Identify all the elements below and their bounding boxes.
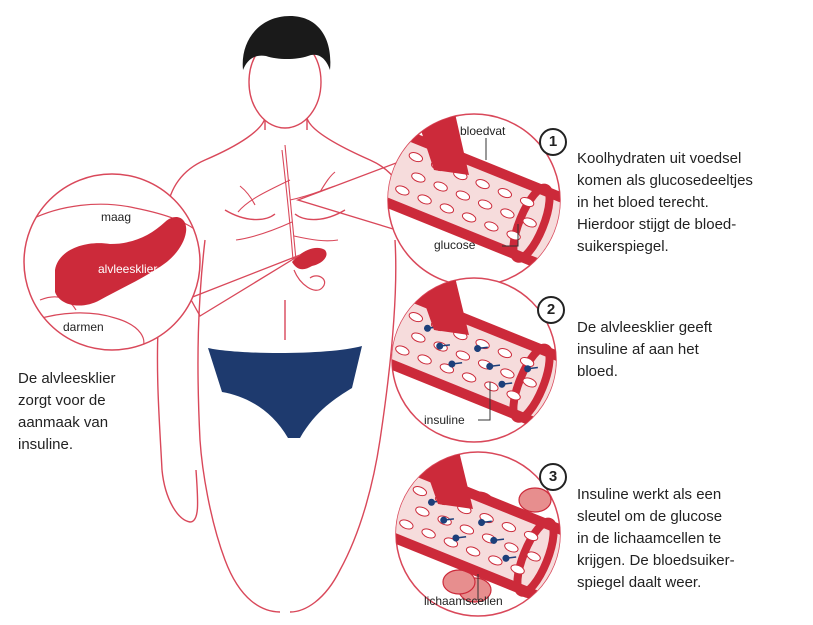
step-3-text: Insuline werkt als een sleutel om de glu… <box>577 484 735 594</box>
step-2-text: De alvleesklier geeft insuline af aan he… <box>577 317 712 383</box>
label-insulin: insuline <box>424 413 465 427</box>
head <box>243 16 331 128</box>
step-3-number: 3 <box>539 463 567 491</box>
label-body-cells: lichaamscellen <box>424 594 503 608</box>
label-intestines: darmen <box>63 320 104 334</box>
torso-blood-vessels <box>236 145 338 260</box>
pancreas-caption: De alvleesklier zorgt voor de aanmaak va… <box>18 368 116 456</box>
step-1-number: 1 <box>539 128 567 156</box>
body-cell-icon <box>519 488 551 512</box>
connector-lines <box>190 163 403 316</box>
body-pancreas <box>292 248 327 269</box>
label-stomach: maag <box>101 210 131 224</box>
step-1-text: Koolhydraten uit voedsel komen als gluco… <box>577 148 753 258</box>
underwear <box>208 346 362 438</box>
label-pancreas: alvleesklier <box>98 262 157 276</box>
label-glucose: glucose <box>434 238 475 252</box>
label-blood-vessel: bloedvat <box>460 124 505 138</box>
step-2-number: 2 <box>537 296 565 324</box>
